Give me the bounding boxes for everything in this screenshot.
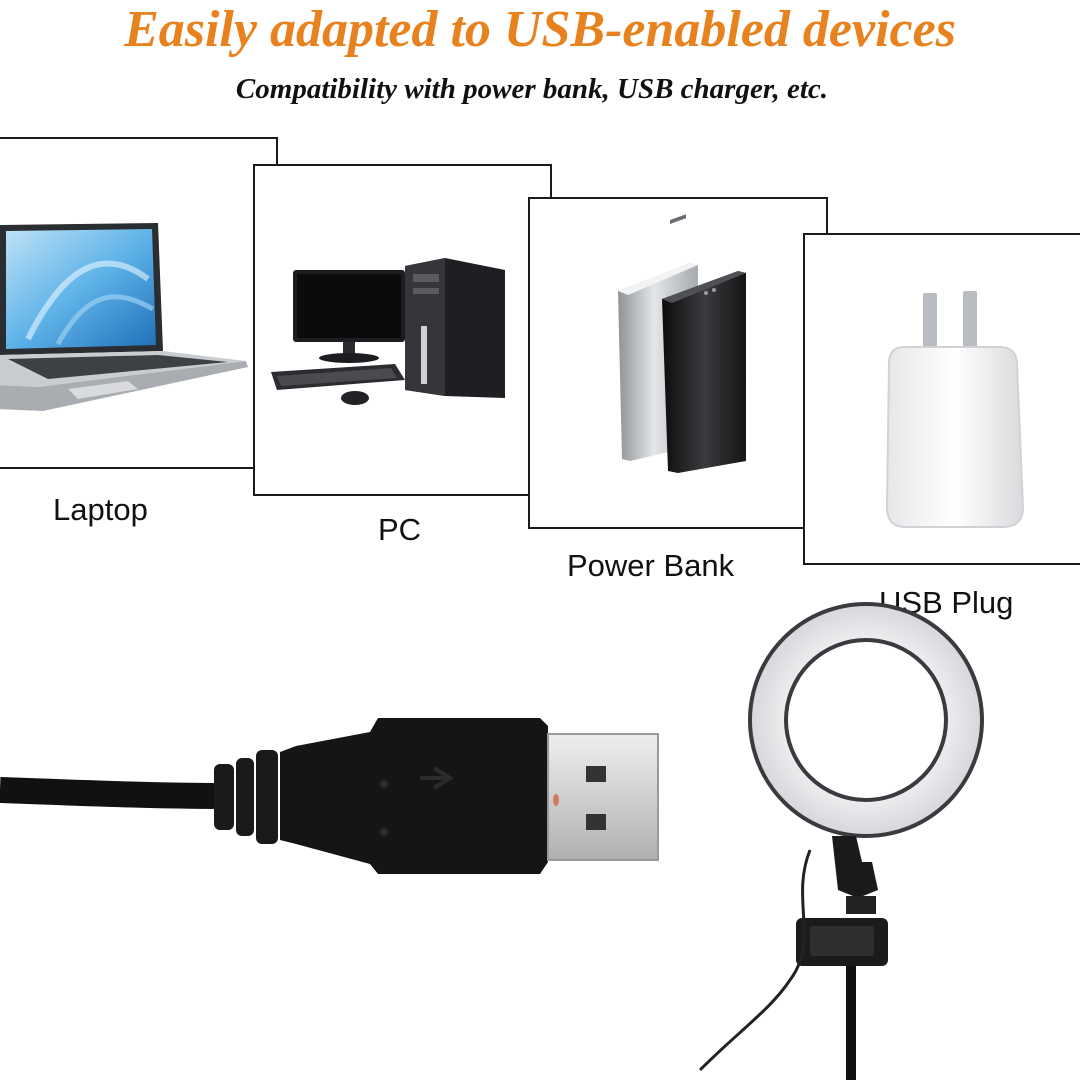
- device-card-laptop: [0, 137, 278, 469]
- device-card-power-bank: [528, 197, 828, 529]
- laptop-icon: [0, 223, 248, 411]
- device-label-pc: PC: [378, 512, 422, 547]
- device-card-usb-plug: [803, 233, 1080, 565]
- device-card-pc: [253, 164, 552, 496]
- usb-connector-icon: [0, 718, 659, 874]
- headline: Easily adapted to USB-enabled devices: [124, 1, 956, 58]
- subheadline: Compatibility with power bank, USB charg…: [235, 73, 829, 105]
- power-bank-icon: [618, 214, 746, 473]
- usb-wall-adapter-icon: [885, 291, 1025, 528]
- product-scene: [0, 602, 984, 1080]
- device-label-power-bank: Power Bank: [567, 548, 735, 583]
- desktop-pc-icon: [271, 258, 505, 405]
- device-label-laptop: Laptop: [53, 492, 148, 527]
- ring-light-icon: [698, 602, 984, 1080]
